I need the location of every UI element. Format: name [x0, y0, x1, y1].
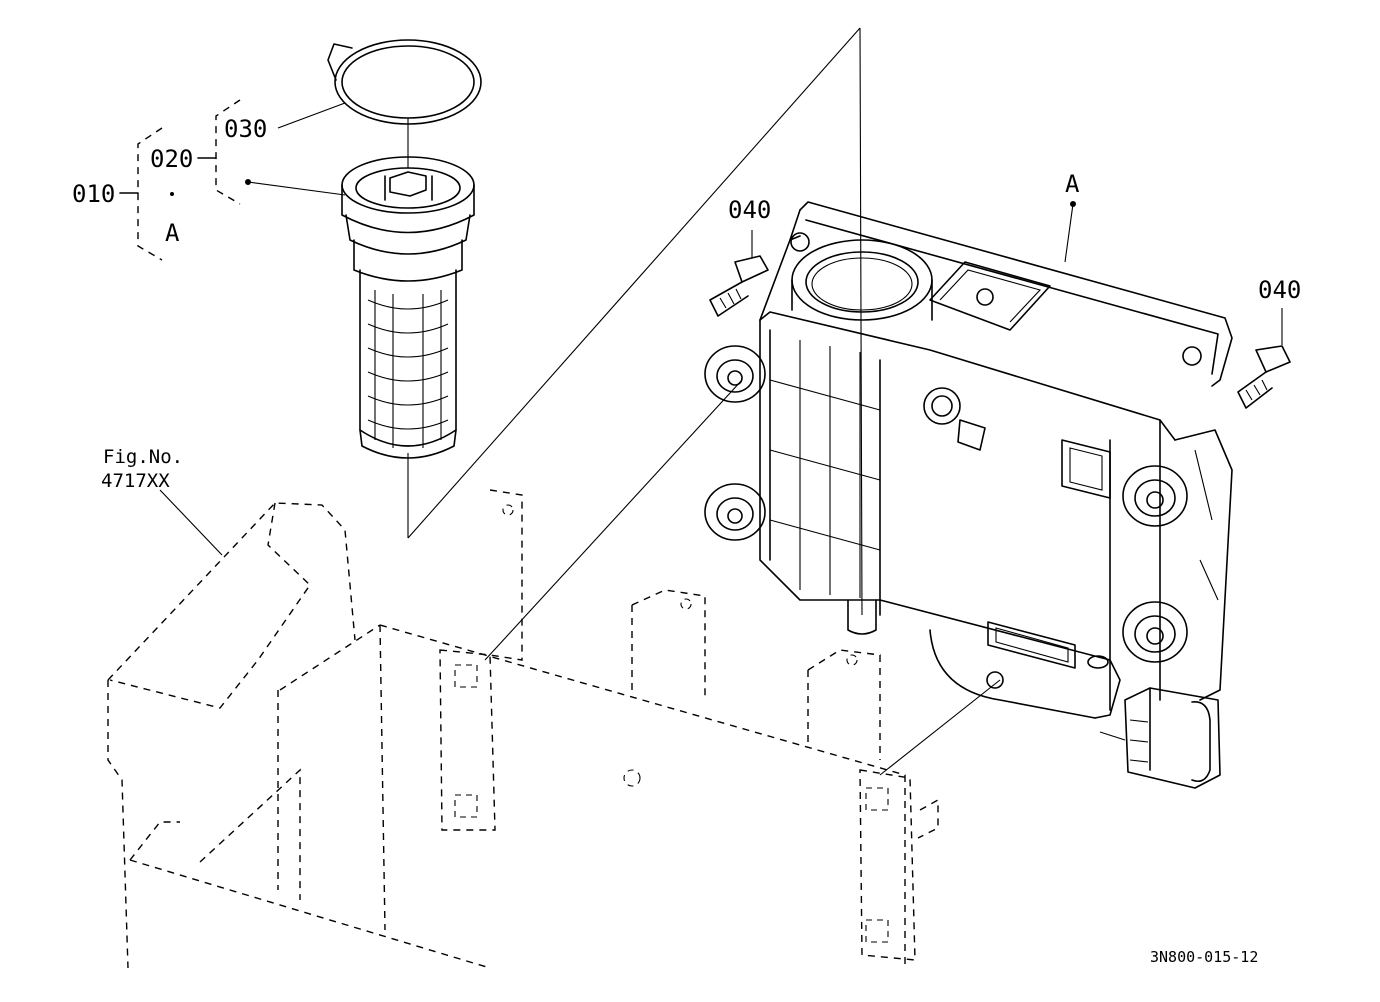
explosion-lines — [407, 27, 1001, 776]
bushing — [704, 345, 766, 403]
fig-no-reference — [159, 489, 223, 556]
fig-no-value: 4717XX — [101, 470, 170, 492]
bolt-040-left — [709, 230, 769, 317]
seal-ring-030 — [327, 39, 482, 125]
label-010: 010 — [72, 180, 115, 208]
fig-no-label: Fig.No. — [103, 446, 183, 468]
label-020: 020 — [150, 145, 193, 173]
bolt-040-right — [1237, 308, 1291, 409]
part-labels: 010 020 030 A 040 040 A Fig.No. 4717XX 3… — [72, 115, 1301, 966]
strainer-filter-020 — [341, 156, 475, 459]
electrical-connector — [1099, 687, 1221, 789]
label-030: 030 — [224, 115, 267, 143]
label-a-housing: A — [1065, 170, 1080, 198]
label-040-left: 040 — [728, 196, 771, 224]
strainer-mesh — [367, 290, 449, 448]
bushing — [704, 483, 766, 541]
part-group-bracket — [119, 99, 346, 261]
drawing-code: 3N800-015-12 — [1150, 948, 1258, 966]
housing-a — [704, 201, 1233, 789]
bushing — [1122, 465, 1188, 527]
label-a-group: A — [165, 219, 180, 247]
label-040-right: 040 — [1258, 276, 1301, 304]
bushing — [1122, 601, 1188, 663]
mounting-frame-dashed — [107, 489, 939, 969]
